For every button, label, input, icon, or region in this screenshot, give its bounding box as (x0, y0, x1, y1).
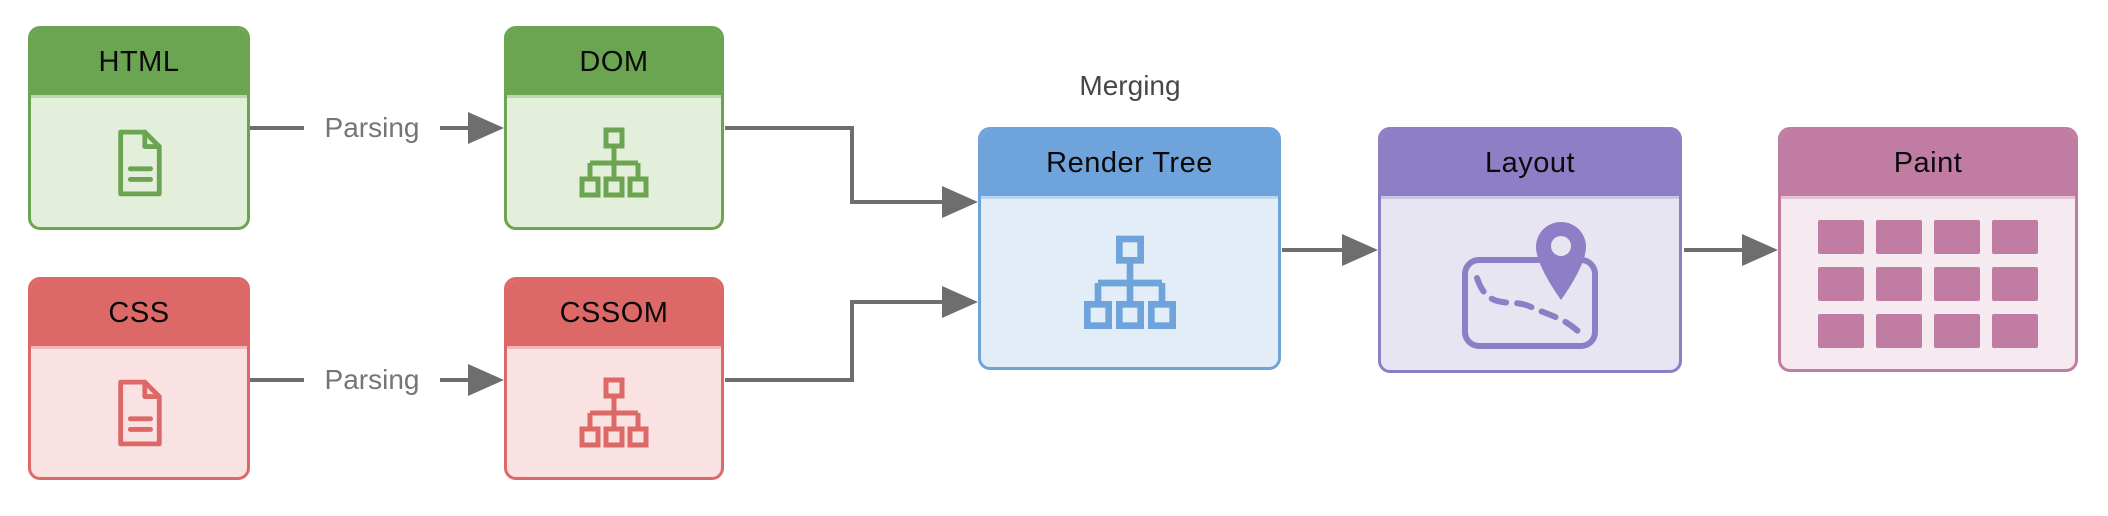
node-html-header: HTML (31, 29, 247, 98)
node-dom-header: DOM (507, 29, 721, 98)
document-icon (118, 379, 162, 447)
node-paint-body (1781, 199, 2075, 369)
parsing-label-css: Parsing (324, 364, 420, 395)
node-layout-body (1381, 199, 1679, 370)
merging-label: Merging (1079, 70, 1181, 101)
tree-icon (1083, 235, 1176, 329)
node-render-tree: Render Tree (978, 127, 1281, 370)
node-html-title: HTML (98, 45, 180, 78)
node-cssom-title: CSSOM (559, 296, 669, 329)
map-icon (1462, 221, 1598, 349)
parsing-label-html: Parsing (324, 112, 420, 143)
node-render-tree-body (981, 199, 1278, 367)
node-cssom-body (507, 349, 721, 477)
node-css-title: CSS (108, 296, 170, 329)
node-paint: Paint (1778, 127, 2078, 372)
node-render-tree-title: Render Tree (1046, 146, 1213, 179)
node-layout: Layout (1378, 127, 1682, 373)
edge-cssom-rendertree-arrow (725, 286, 978, 382)
tree-icon (579, 127, 649, 197)
node-cssom: CSSOM (504, 277, 724, 480)
node-css: CSS (28, 277, 250, 480)
document-icon (118, 129, 162, 196)
node-paint-title: Paint (1893, 146, 1963, 179)
node-cssom-header: CSSOM (507, 280, 721, 349)
node-layout-title: Layout (1484, 146, 1576, 179)
node-dom-body (507, 98, 721, 227)
node-layout-header: Layout (1381, 130, 1679, 199)
node-html-body (31, 98, 247, 227)
node-paint-header: Paint (1781, 130, 2075, 199)
node-css-header: CSS (31, 280, 247, 349)
edge-dom-rendertree-arrow (725, 126, 978, 218)
node-render-tree-header: Render Tree (981, 130, 1278, 199)
tree-icon (579, 377, 649, 448)
node-dom-title: DOM (579, 45, 649, 78)
grid-icon (1818, 220, 2038, 348)
node-html: HTML (28, 26, 250, 230)
node-css-body (31, 349, 247, 477)
node-dom: DOM (504, 26, 724, 230)
